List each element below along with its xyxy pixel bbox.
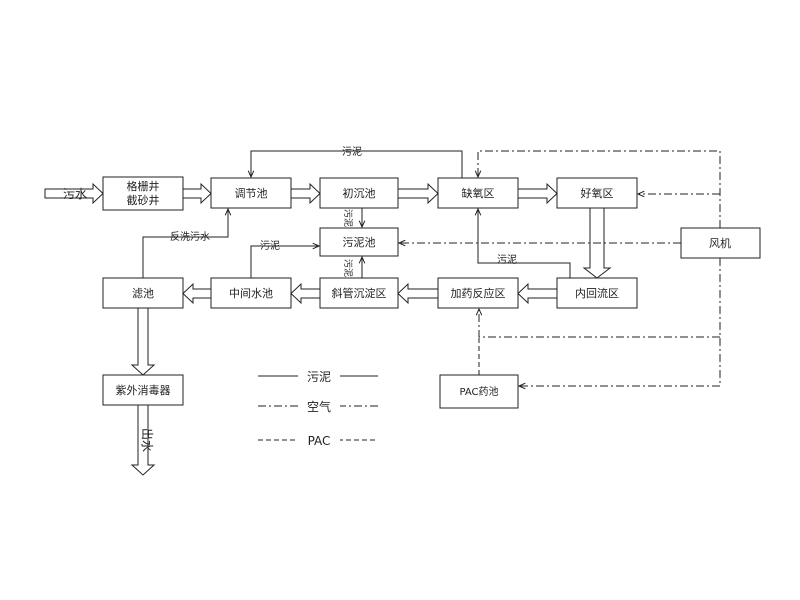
water-arrow-reflux-dosing <box>517 282 558 305</box>
flow-label-sludge-v1: 污泥 <box>342 209 354 227</box>
node-grille: 格栅井 截砂井 <box>102 176 184 211</box>
water-arrow-dosing-tube <box>397 282 439 305</box>
node-adjust-label: 调节池 <box>235 187 268 200</box>
air-line-top-loop <box>478 150 721 228</box>
node-anoxic-label: 缺氧区 <box>462 186 495 200</box>
outlet-label: 出水 <box>140 428 154 452</box>
legend-label-sludge: 污泥 <box>307 370 331 384</box>
legend: 污泥 空气 PAC <box>258 367 378 448</box>
flow-label-sludge-middle: 污泥 <box>260 239 280 252</box>
flow-label-sludge-v2: 污泥 <box>342 259 354 277</box>
flow-label-sludge-right: 污泥 <box>497 253 517 266</box>
sludge-line-reflux-anoxic <box>478 209 571 278</box>
node-dosing-label: 加药反应区 <box>451 286 506 300</box>
node-grille-label-2: 截砂井 <box>127 193 160 207</box>
node-grille-label-1: 格栅井 <box>127 179 160 193</box>
water-arrow-outlet <box>130 404 156 476</box>
node-blower: 风机 <box>680 227 761 259</box>
node-reflux-label: 内回流区 <box>575 286 619 300</box>
water-arrow-adjust-primary <box>290 182 321 205</box>
node-oxic: 好氧区 <box>556 177 638 209</box>
node-tube: 斜管沉淀区 <box>319 277 399 309</box>
node-primary-label: 初沉池 <box>343 186 376 200</box>
node-middle-label: 中间水池 <box>229 287 273 300</box>
sludge-lines <box>142 150 571 278</box>
air-lines <box>399 150 721 386</box>
node-pac-tank-label: PAC药池 <box>459 385 498 398</box>
node-tube-label: 斜管沉淀区 <box>332 286 387 300</box>
air-line-pac-tank <box>519 258 721 386</box>
air-line-dosing <box>479 309 720 338</box>
water-arrow-inlet <box>44 182 104 205</box>
water-arrow-tube-middle <box>290 282 321 305</box>
node-adjust: 调节池 <box>210 177 292 209</box>
water-arrow-anoxic-oxic <box>517 182 558 205</box>
flow-label-backwash: 反洗污水 <box>170 231 210 243</box>
sludge-line-middle-pool <box>250 246 319 278</box>
node-blower-label: 风机 <box>709 236 731 250</box>
node-uv-label: 紫外消毒器 <box>116 383 171 397</box>
node-filter: 滤池 <box>102 277 184 309</box>
node-anoxic: 缺氧区 <box>437 177 519 209</box>
inlet-label: 污水 <box>63 187 87 201</box>
node-sludge: 污泥池 <box>319 227 399 257</box>
node-uv: 紫外消毒器 <box>102 374 184 406</box>
legend-item-air: 空气 <box>258 397 378 414</box>
legend-item-pac: PAC <box>258 431 378 448</box>
node-filter-label: 滤池 <box>132 287 154 300</box>
node-dosing: 加药反应区 <box>437 277 519 309</box>
flow-label-sludge-top: 污泥 <box>342 145 362 158</box>
water-arrow-middle-filter <box>182 282 212 305</box>
node-pac-tank: PAC药池 <box>439 374 519 409</box>
legend-label-air: 空气 <box>307 399 331 414</box>
node-middle: 中间水池 <box>210 277 292 309</box>
node-oxic-label: 好氧区 <box>581 186 614 200</box>
legend-label-pac: PAC <box>308 434 331 448</box>
node-reflux: 内回流区 <box>556 277 638 309</box>
node-primary: 初沉池 <box>319 177 399 209</box>
sludge-line-top <box>251 150 463 178</box>
water-arrow-filter-uv <box>130 307 156 376</box>
legend-item-sludge: 污泥 <box>258 367 378 384</box>
water-arrow-primary-anoxic <box>397 182 439 205</box>
sludge-line-backwash <box>142 209 228 278</box>
node-sludge-label: 污泥池 <box>343 236 376 249</box>
water-arrow-grille-adjust <box>182 182 212 205</box>
